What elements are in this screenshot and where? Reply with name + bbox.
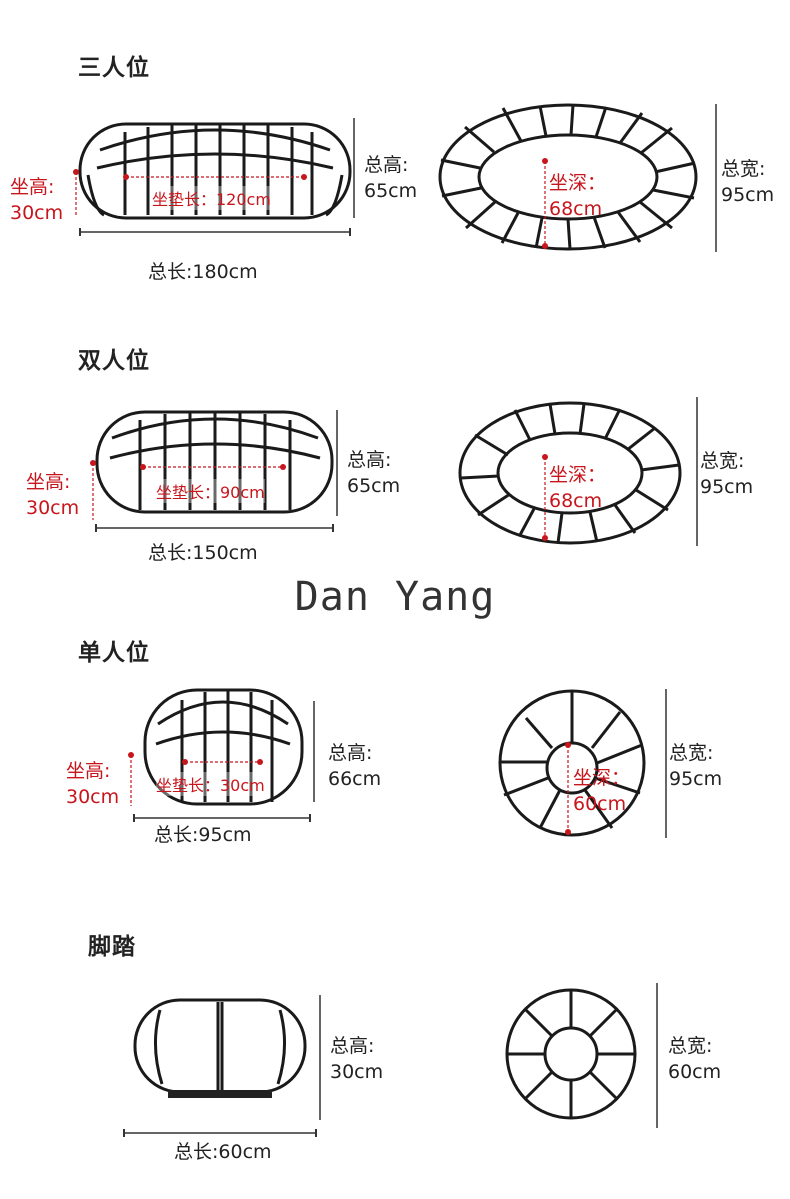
seat-length-label: 坐垫长：90cm bbox=[156, 479, 265, 503]
seat-height-label: 坐高:30cm bbox=[26, 471, 80, 519]
total-height-label: 总高:65cm bbox=[364, 154, 418, 202]
seat-height-label: 坐高:30cm bbox=[10, 176, 64, 224]
total-length-label: 总长:60cm bbox=[174, 1141, 272, 1163]
total-length-label: 总长:180cm bbox=[148, 261, 258, 283]
section-title-single-seat: 单人位 bbox=[78, 640, 150, 666]
seat-length-label: 坐垫长：120cm bbox=[152, 186, 271, 210]
brand-watermark: Dan Yang bbox=[294, 574, 496, 620]
seat-height-label: 坐高:30cm bbox=[66, 760, 120, 808]
total-height-label: 总高:66cm bbox=[328, 742, 382, 790]
total-length-label: 总长:95cm bbox=[154, 824, 252, 846]
total-length-label: 总长:150cm bbox=[148, 542, 258, 564]
ottoman-side-view bbox=[123, 995, 321, 1137]
total-height-label: 总高:65cm bbox=[347, 449, 401, 497]
seat-depth-label: 坐深：68cm bbox=[549, 172, 607, 220]
single-seat-top-view bbox=[498, 689, 667, 838]
two-seat-side-view bbox=[90, 410, 338, 532]
section-title-three-seat: 三人位 bbox=[78, 55, 150, 81]
seat-depth-label: 坐深：60cm bbox=[573, 767, 631, 815]
two-seat-top-view bbox=[458, 397, 698, 546]
total-width-label: 总宽:95cm bbox=[700, 450, 754, 498]
section-title-two-seat: 双人位 bbox=[78, 348, 150, 374]
total-width-label: 总宽:95cm bbox=[721, 158, 775, 206]
three-seat-side-view bbox=[73, 118, 355, 236]
section-title-ottoman: 脚踏 bbox=[88, 934, 136, 960]
total-width-label: 总宽:60cm bbox=[668, 1035, 722, 1083]
three-seat-top-view bbox=[438, 103, 717, 252]
total-height-label: 总高:30cm bbox=[330, 1035, 384, 1083]
total-width-label: 总宽:95cm bbox=[669, 742, 723, 790]
ottoman-top-view bbox=[505, 983, 658, 1128]
seat-length-label: 坐垫长：30cm bbox=[156, 772, 265, 796]
single-seat-side-view bbox=[128, 688, 315, 822]
seat-depth-label: 坐深：68cm bbox=[549, 464, 607, 512]
